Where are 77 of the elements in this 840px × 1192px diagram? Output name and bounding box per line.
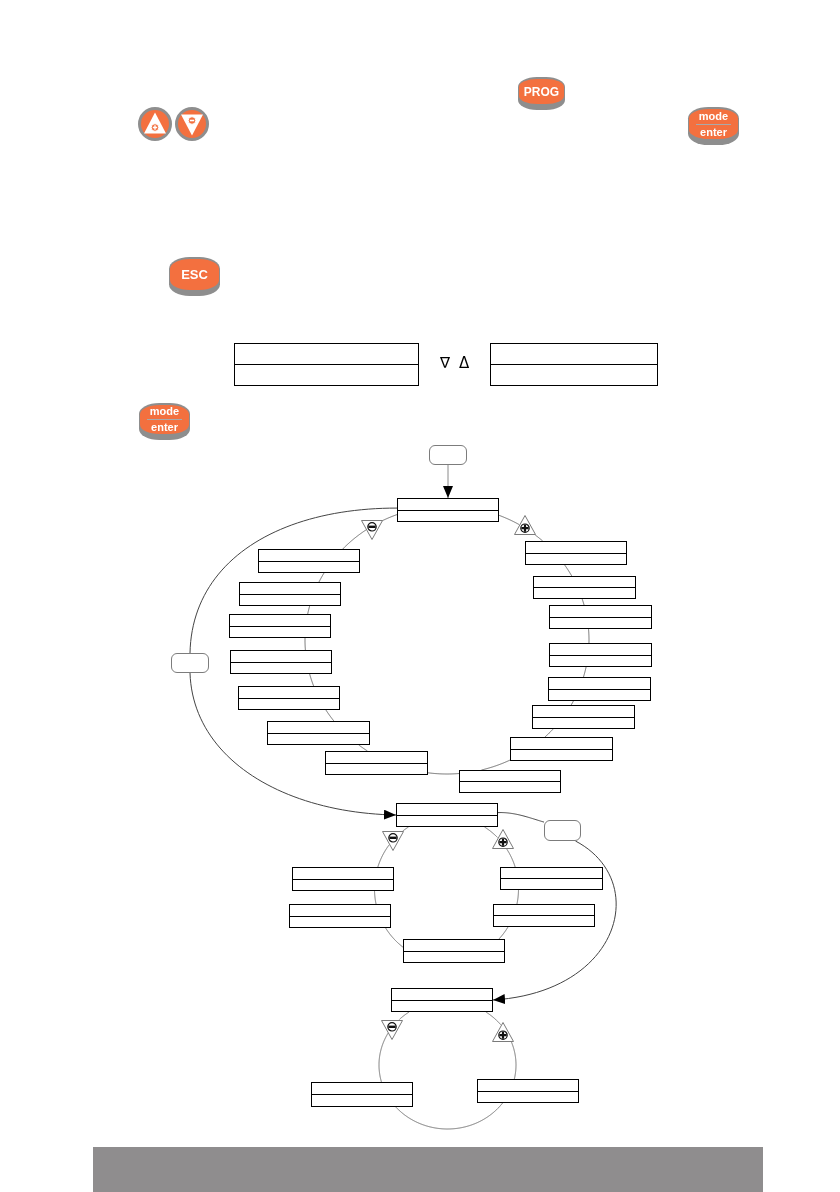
- display-box: [267, 721, 370, 745]
- connector-line: [581, 598, 585, 606]
- connector-line: [304, 637, 306, 651]
- arrow: [189, 672, 397, 820]
- connector-line: [516, 889, 519, 905]
- connector-line: [498, 514, 520, 526]
- triangle-symbol: Δ: [459, 356, 470, 371]
- connector-line: [398, 1011, 410, 1020]
- minus-triangle-icon: [381, 1019, 403, 1040]
- connector-line: [484, 826, 499, 838]
- display-box: [292, 867, 394, 891]
- rounded-box: [544, 820, 581, 841]
- display-box: [533, 576, 636, 599]
- connector-line: [498, 926, 509, 940]
- connector-line: [534, 534, 544, 542]
- connector-line: [485, 1011, 502, 1026]
- minus-triangle-icon: [381, 831, 404, 851]
- arrow: [492, 840, 617, 1005]
- connector-line: [381, 514, 398, 522]
- connector-line: [378, 1032, 389, 1083]
- display-box: [549, 605, 652, 629]
- display-box: [311, 1082, 413, 1107]
- connector-line: [377, 844, 390, 868]
- rounded-box: [171, 653, 209, 673]
- connector-line: [402, 826, 409, 832]
- arrow: [443, 464, 453, 499]
- connector-line: [427, 772, 460, 775]
- minus-triangle-icon: [360, 519, 383, 540]
- connector-line: [395, 1102, 504, 1130]
- connector-line: [544, 728, 554, 738]
- connector-line: [588, 628, 590, 644]
- display-box: [397, 498, 499, 522]
- connector-line: [583, 666, 587, 678]
- connector-line: [374, 890, 377, 905]
- connector-line: [309, 673, 315, 687]
- display-box: [459, 770, 561, 793]
- keypad-key: ESC: [169, 257, 220, 296]
- display-box: [493, 904, 595, 927]
- keypad-key: PROG: [518, 77, 565, 110]
- connector-line: [564, 564, 573, 577]
- keypad-key: mode enter: [688, 107, 739, 145]
- display-box: [548, 677, 651, 701]
- display-box: [532, 705, 635, 729]
- rounded-box: [429, 445, 467, 465]
- display-box: [239, 582, 341, 606]
- connector-line: [505, 848, 516, 868]
- display-box: [391, 988, 493, 1012]
- connector-line: [358, 744, 368, 752]
- keypad-key: mode enter: [139, 403, 190, 440]
- display-box: [229, 614, 331, 638]
- plus-triangle-icon: [491, 828, 514, 849]
- connector-line: [570, 700, 574, 706]
- display-box: [230, 650, 332, 674]
- connector-line: [342, 529, 367, 550]
- connector-line: [189, 507, 398, 654]
- connector-line: [307, 605, 311, 615]
- display-box: [549, 643, 652, 667]
- plus-triangle-icon: [491, 1021, 514, 1042]
- connector-line: [497, 812, 545, 823]
- display-box: [289, 904, 391, 928]
- display-box: [403, 939, 505, 963]
- display-box: [238, 686, 340, 710]
- display-box: [234, 343, 419, 386]
- display-box: [510, 737, 613, 761]
- display-box: [396, 803, 498, 827]
- display-box: [325, 751, 428, 775]
- connector-line: [385, 927, 404, 948]
- display-box: [258, 549, 360, 573]
- display-box: [477, 1079, 579, 1103]
- connector-line: [325, 709, 335, 722]
- connector-line: [510, 1041, 517, 1080]
- connector-line: [318, 572, 325, 583]
- triangle-symbol: ∇: [440, 356, 451, 371]
- display-box: [500, 867, 603, 890]
- plus-triangle-icon: [513, 515, 536, 535]
- display-box: [525, 541, 627, 565]
- display-box: [490, 343, 658, 386]
